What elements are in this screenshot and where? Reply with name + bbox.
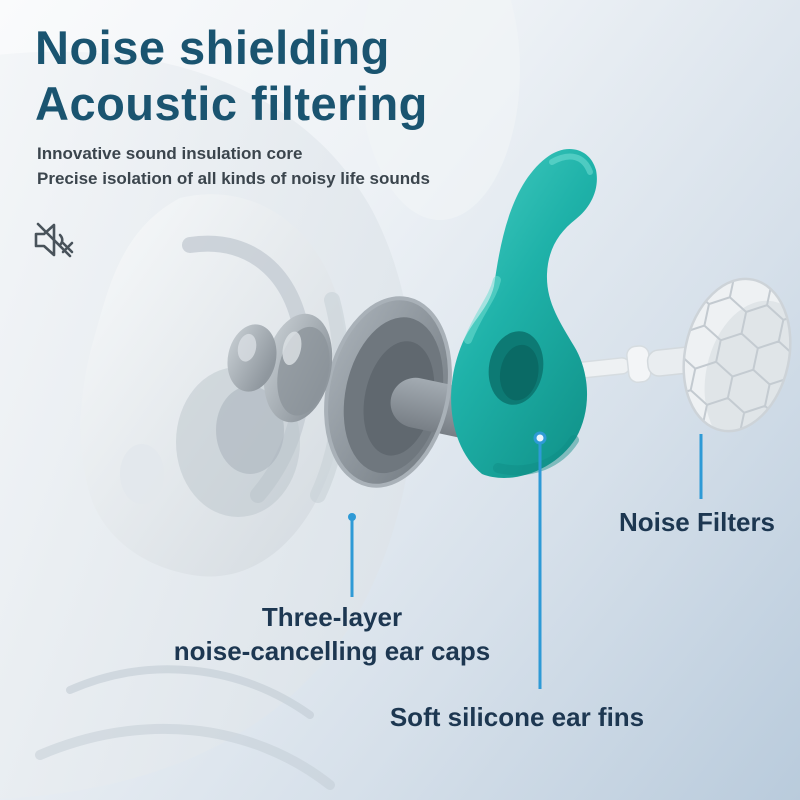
ear-caps-label-line-2: noise-cancelling ear caps xyxy=(173,636,491,666)
title-line-2: Acoustic filtering xyxy=(35,77,428,130)
silicone-fin-part xyxy=(451,148,597,478)
muted-speaker-icon xyxy=(34,222,74,258)
page-title: Noise shielding Acoustic filtering xyxy=(35,20,428,132)
callout-line-ear-fins xyxy=(533,431,547,689)
callout-label-ear-fins: Soft silicone ear fins xyxy=(389,702,645,732)
callout-label-ear-caps: Three-layer noise-cancelling ear caps xyxy=(132,600,532,668)
subtitle-line-2: Precise isolation of all kinds of noisy … xyxy=(37,169,430,188)
ear-caps-label-line-1: Three-layer xyxy=(261,602,403,632)
callout-lines xyxy=(348,431,703,689)
subtitle-line-1: Innovative sound insulation core xyxy=(37,144,303,163)
noise-filter-part xyxy=(565,268,800,442)
page-subtitle: Innovative sound insulation core Precise… xyxy=(37,141,430,191)
callout-label-noise-filters: Noise Filters xyxy=(618,507,776,537)
ear-illustration xyxy=(80,194,350,577)
callout-line-ear-caps xyxy=(348,513,356,597)
title-line-1: Noise shielding xyxy=(35,21,390,74)
